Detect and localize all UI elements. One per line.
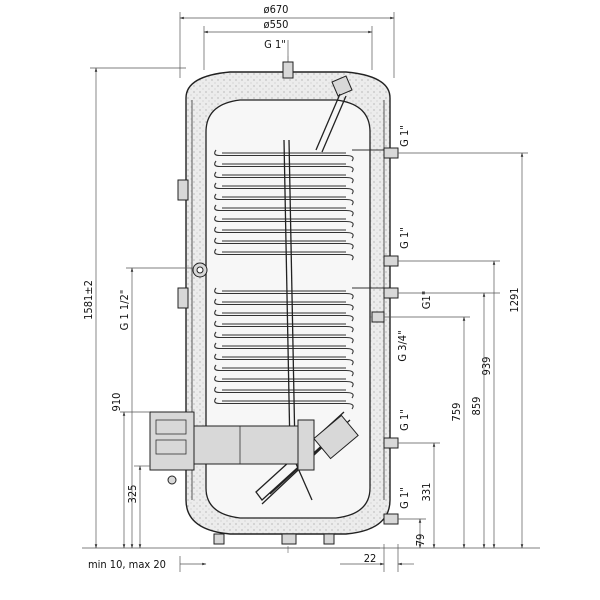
coil-turn [214, 182, 354, 195]
coil-turn [214, 248, 354, 261]
right-34-connection-label: G 3/4" [396, 330, 409, 361]
diameter-inner-label: ø550 [264, 18, 289, 31]
top-connection-label: G 1" [264, 38, 286, 51]
coil-turn [214, 386, 354, 399]
inner-vessel [205, 99, 371, 519]
coil-turn [214, 309, 354, 322]
coil-turn [214, 171, 354, 184]
right-g1-connection-label: G1" [420, 291, 433, 310]
right-dimensions: 1291 939 859 759 331 79 [300, 152, 540, 549]
coil-turn [214, 375, 354, 388]
coil-turn [214, 353, 354, 366]
coil-turn [214, 237, 354, 250]
coil-turn [214, 160, 354, 173]
height-total-label: 1581±2 [82, 280, 95, 320]
coil-turn [214, 204, 354, 217]
offset-22-label: 22 [364, 552, 377, 565]
upper-heat-exchanger-coil [214, 149, 384, 261]
coil-turn [214, 320, 354, 333]
tank-feet [200, 533, 380, 549]
feet-adjustment-label: min 10, max 20 [88, 558, 166, 571]
top-dimensions: ø670 ø550 G 1" [179, 3, 395, 78]
height-859-label: 859 [470, 397, 483, 416]
diameter-outer-label: ø670 [264, 3, 289, 16]
coil-turn [214, 331, 354, 344]
height-325-label: 325 [126, 485, 139, 504]
top-connection-stub [282, 61, 294, 79]
height-759-label: 759 [450, 403, 463, 422]
left-dimensions: 1581±2 G 1 1/2" 910 325 [82, 67, 210, 549]
height-331-label: 331 [420, 483, 433, 502]
lower-heat-exchanger-coil [214, 287, 384, 410]
height-79-label: 79 [414, 534, 427, 547]
coil-turn [214, 226, 354, 239]
height-1291-label: 1291 [508, 287, 521, 312]
left-side-ports [177, 179, 208, 309]
coil-turn [214, 342, 354, 355]
coil-turn [214, 298, 354, 311]
flange-heater-box [149, 411, 315, 485]
right-lower-connection-label: G 1" [398, 409, 411, 431]
coil-turn [214, 287, 354, 300]
coil-turn [214, 397, 354, 410]
coil-turn [214, 215, 354, 228]
right-connection-labels: G 1" G 1" G1" G 3/4" G 1" G 1" [384, 125, 528, 520]
anode-assembly [315, 75, 353, 153]
coil-turn [214, 149, 354, 162]
left-connection-label: G 1 1/2" [118, 290, 131, 331]
coil-turn [214, 193, 354, 206]
right-upper-connection-label: G 1" [398, 125, 411, 147]
bottom-dimensions: min 10, max 20 22 [88, 544, 414, 572]
height-910-label: 910 [110, 393, 123, 412]
right-mid-connection-label: G 1" [398, 227, 411, 249]
coil-turn [214, 364, 354, 377]
height-939-label: 939 [480, 357, 493, 376]
right-bottom-connection-label: G 1" [398, 487, 411, 509]
